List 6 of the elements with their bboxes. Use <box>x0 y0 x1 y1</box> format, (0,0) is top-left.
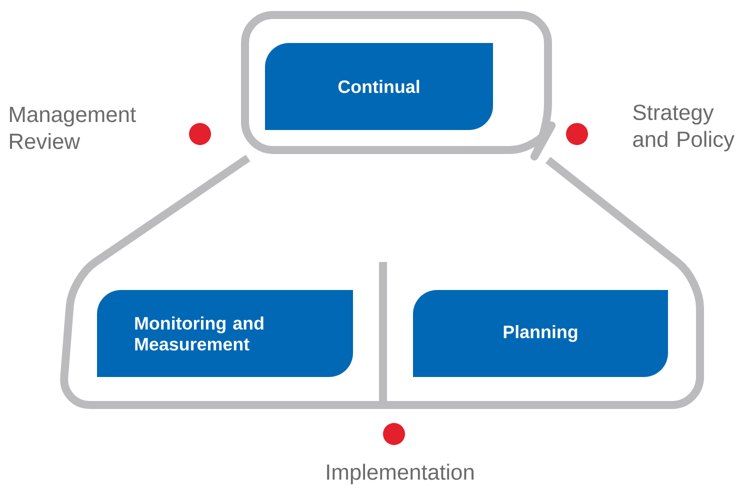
process-box: Continual <box>265 43 493 130</box>
stage-label: Implementation <box>327 464 474 484</box>
process-box: Planning <box>413 290 668 377</box>
process-box: Monitoring and Measurement <box>97 290 353 377</box>
stage-label: Strategy and Policy <box>633 104 734 152</box>
stage-label: Management Review <box>10 106 136 150</box>
